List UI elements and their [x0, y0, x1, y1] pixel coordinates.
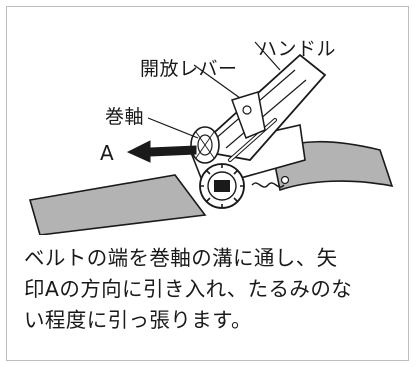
- label-release-lever: 開放レバー: [140, 58, 238, 80]
- label-handle: ハンドル: [258, 38, 337, 60]
- release-lever: [231, 91, 266, 139]
- instruction-text: ベルトの端を巻軸の溝に通し、矢 印Aの方向に引き入れ、たるみのな い程度に引っ張…: [24, 243, 400, 336]
- instruction-line-1: ベルトの端を巻軸の溝に通し、矢: [24, 246, 338, 270]
- leader-line-lever: [193, 64, 241, 99]
- label-arrow-a: A: [100, 141, 115, 165]
- ratchet-illustration: [28, 41, 394, 235]
- instruction-line-2: 印Aの方向に引き入れ、たるみのな: [24, 277, 353, 301]
- instruction-line-3: い程度に引っ張ります。: [24, 308, 252, 332]
- leader-line-handle: [254, 41, 281, 71]
- label-winding-shaft: 巻軸: [105, 106, 145, 128]
- leader-line-shaft: [147, 117, 199, 139]
- direction-arrow-a: [126, 140, 197, 163]
- belt-strap: [28, 174, 207, 235]
